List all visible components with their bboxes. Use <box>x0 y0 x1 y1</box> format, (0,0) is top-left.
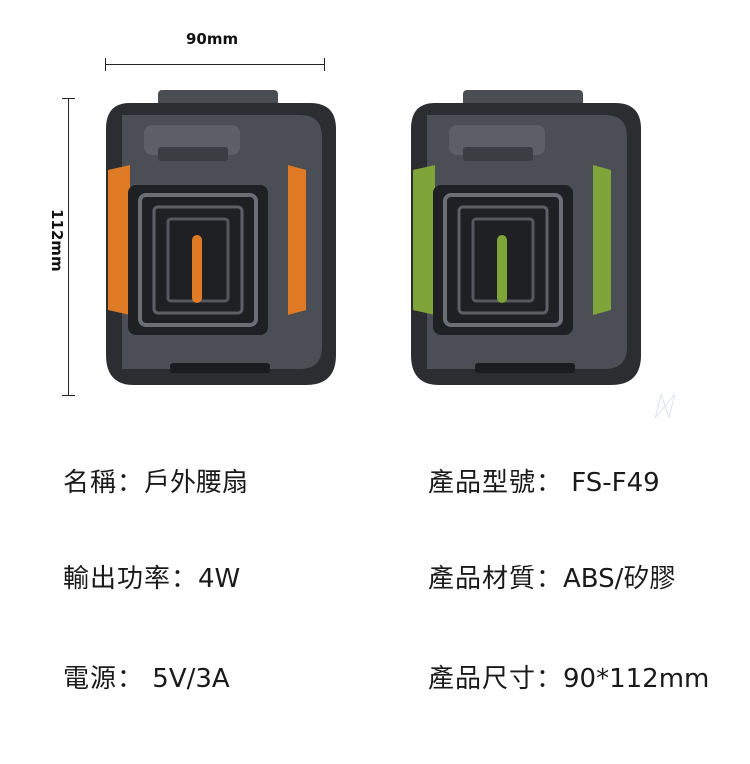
spec-supply: 電源： 5V/3A <box>63 664 230 694</box>
brand-watermark-icon: ᛞ <box>655 392 671 422</box>
height-label: 112mm <box>48 209 66 272</box>
width-label: 90mm <box>186 30 239 48</box>
spec-model: 產品型號： FS-F49 <box>428 468 660 498</box>
height-dimension-line <box>62 98 75 396</box>
spec-size: 產品尺寸：90*112mm <box>428 664 710 694</box>
spec-material: 產品材質：ABS/矽膠 <box>428 564 676 594</box>
width-dimension-line <box>105 58 325 71</box>
spec-power: 輸出功率：4W <box>63 564 241 594</box>
fan-image-orange <box>106 90 336 385</box>
fan-image-green <box>411 90 641 385</box>
spec-name: 名稱：戶外腰扇 <box>63 468 249 498</box>
